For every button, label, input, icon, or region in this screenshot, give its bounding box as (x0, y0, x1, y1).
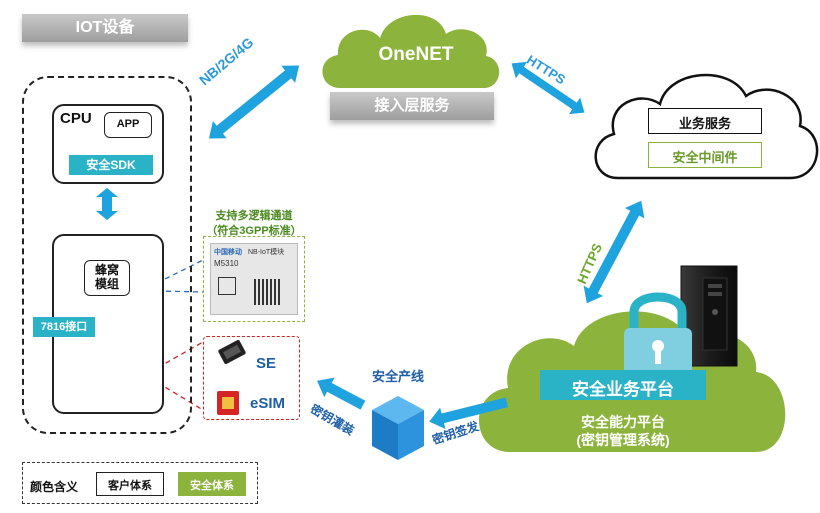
legend-frame (22, 462, 258, 504)
legend-customer-box (96, 472, 164, 496)
server-icon (680, 265, 738, 367)
module-connector (156, 259, 204, 293)
chip-barcode (254, 279, 280, 305)
business-service-label: 业务服务 (678, 116, 731, 131)
platform-title: 安全业务平台 (572, 380, 674, 399)
platform-title-box (540, 370, 706, 400)
onenet-cloud (322, 14, 500, 89)
interface-7816-label: 7816接口 (33, 317, 95, 337)
middleware-label: 安全中间件 (672, 150, 738, 165)
security-sdk-label: 安全SDK (69, 155, 153, 175)
cpu-label: CPU (60, 110, 92, 127)
https-top-arrow (511, 61, 585, 115)
legend-customer-label: 客户体系 (108, 480, 152, 492)
business-service-box (648, 108, 762, 134)
chip-qr-mark (218, 277, 236, 295)
middleware-box (648, 142, 762, 168)
platform-subtitle2: (密钥管理系统) (576, 432, 670, 448)
secure-element-frame (203, 336, 300, 420)
cellular-module-box (84, 260, 130, 296)
cellular-module-line2: 模组 (94, 277, 119, 291)
chip-model: M5310 (214, 259, 239, 268)
platform-subtitle1: 安全能力平台 (581, 414, 665, 430)
access-service-header: 接入层服务 (330, 92, 494, 120)
cpu-module-arrow (96, 188, 118, 220)
app-label: APP (116, 118, 140, 130)
nb-link-arrow (208, 65, 300, 139)
module-note-line2: （符合3GPP标准） (206, 225, 302, 237)
cube-icon (372, 396, 424, 460)
se-label: SE (256, 355, 277, 372)
esim-card-icon (217, 391, 239, 415)
cellular-module-line1: 蜂窝 (94, 263, 119, 277)
chip-brand: 中国移动 (214, 249, 242, 256)
se-chip-icon (218, 340, 246, 364)
esim-label: eSIM (250, 395, 286, 412)
https-right-arrow (583, 200, 645, 304)
legend-security-label: 安全体系 (190, 480, 234, 492)
app-box (104, 112, 152, 138)
chip-type: NB-IoT模块 (248, 249, 285, 256)
key-inject-arrow (317, 377, 366, 410)
production-line-label: 安全产线 (372, 369, 425, 384)
onenet-label: OneNET (378, 44, 454, 65)
nb-module-image: 中国移动 NB-IoT模块 M5310 (203, 236, 305, 322)
legend-security-box (178, 472, 246, 496)
iot-header: IOT设备 (22, 14, 188, 42)
legend-title: 颜色含义 (30, 480, 79, 494)
lock-icon (624, 292, 692, 378)
arrows (96, 61, 645, 429)
iot-device-frame (22, 76, 192, 434)
key-issue-arrow (429, 397, 509, 429)
module-note-line1: 支持多逻辑通道 (215, 210, 293, 222)
